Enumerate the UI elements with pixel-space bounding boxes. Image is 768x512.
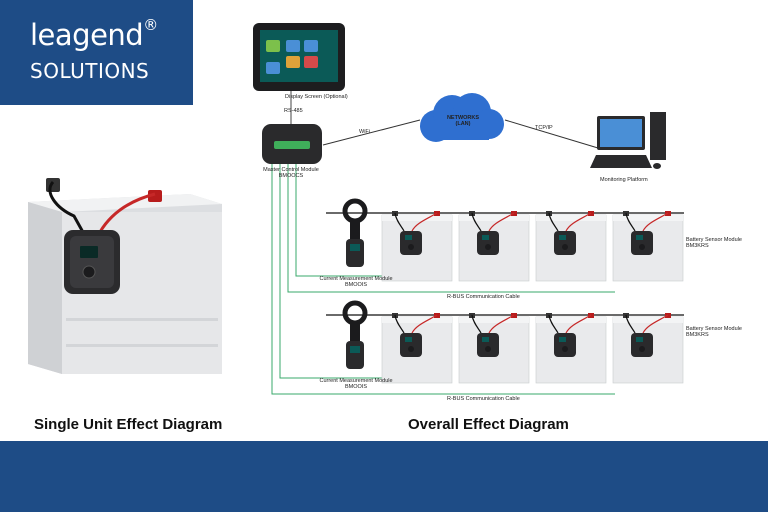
overall-diagram [253, 23, 684, 395]
master-name: Master Control Module [263, 167, 319, 173]
black-cable [394, 212, 405, 232]
red-cable [642, 314, 669, 334]
display-screen-icon [253, 23, 345, 91]
sensor-module-icon [554, 333, 576, 357]
networks-label: NETWORKS (LAN) [440, 115, 486, 128]
black-cable [625, 212, 636, 232]
sensor-module-icon [400, 231, 422, 255]
brand-name: leagend® [30, 16, 158, 52]
black-cable [394, 314, 405, 334]
red-cable [411, 314, 438, 334]
current-clamp-icon [342, 198, 368, 267]
sensor-module-icon [477, 231, 499, 255]
tcpip-label: TCP/IP [535, 125, 553, 131]
black-cable [471, 314, 482, 334]
rbus-label-2: R-BUS Communication Cable [447, 396, 520, 402]
sensor-module-icon [554, 231, 576, 255]
registered-mark: ® [143, 16, 158, 35]
sensor-module-icon [64, 230, 120, 294]
black-cable [625, 314, 636, 334]
master-control-module-icon [262, 124, 322, 164]
current-clamp-icon [342, 300, 368, 369]
red-cable [488, 212, 515, 232]
master-label: Master Control Module BMOOCS [255, 167, 327, 180]
monitoring-label: Monitoring Platform [600, 177, 648, 183]
single-unit-caption: Single Unit Effect Diagram [34, 416, 223, 433]
rs485-label: RS-485 [284, 108, 303, 114]
display-label: Display Screen (Optional) [285, 94, 348, 100]
single-unit-diagram [28, 178, 222, 374]
master-code: BMOOCS [278, 173, 304, 180]
black-cable [548, 212, 559, 232]
red-cable [565, 212, 592, 232]
cloud-icon [420, 93, 504, 142]
red-cable [488, 314, 515, 334]
black-cable [548, 314, 559, 334]
sensor-module-icon [631, 333, 653, 357]
footer-bar [0, 441, 768, 512]
red-cable [565, 314, 592, 334]
networks-name: NETWORKS [446, 115, 480, 121]
red-cable [642, 212, 669, 232]
rbus-label-1: R-BUS Communication Cable [447, 294, 520, 300]
networks-sub: (LAN) [455, 121, 471, 128]
rbus-cable-1 [287, 164, 615, 293]
red-cable [411, 212, 438, 232]
computer-icon [590, 112, 666, 169]
tcpip-link [504, 119, 599, 149]
wifi-link [322, 119, 421, 146]
brand-logo-panel: leagend® SOLUTIONS [0, 0, 193, 105]
sensor-module-icon [477, 333, 499, 357]
black-cable [471, 212, 482, 232]
sensor-module-icon [400, 333, 422, 357]
rbus-cable-2 [271, 164, 615, 395]
sensor-module-icon [631, 231, 653, 255]
overall-caption: Overall Effect Diagram [408, 416, 569, 433]
wifi-label: WiFi [359, 129, 370, 135]
battery-icon [612, 211, 684, 282]
brand-subtitle: SOLUTIONS [30, 59, 150, 83]
